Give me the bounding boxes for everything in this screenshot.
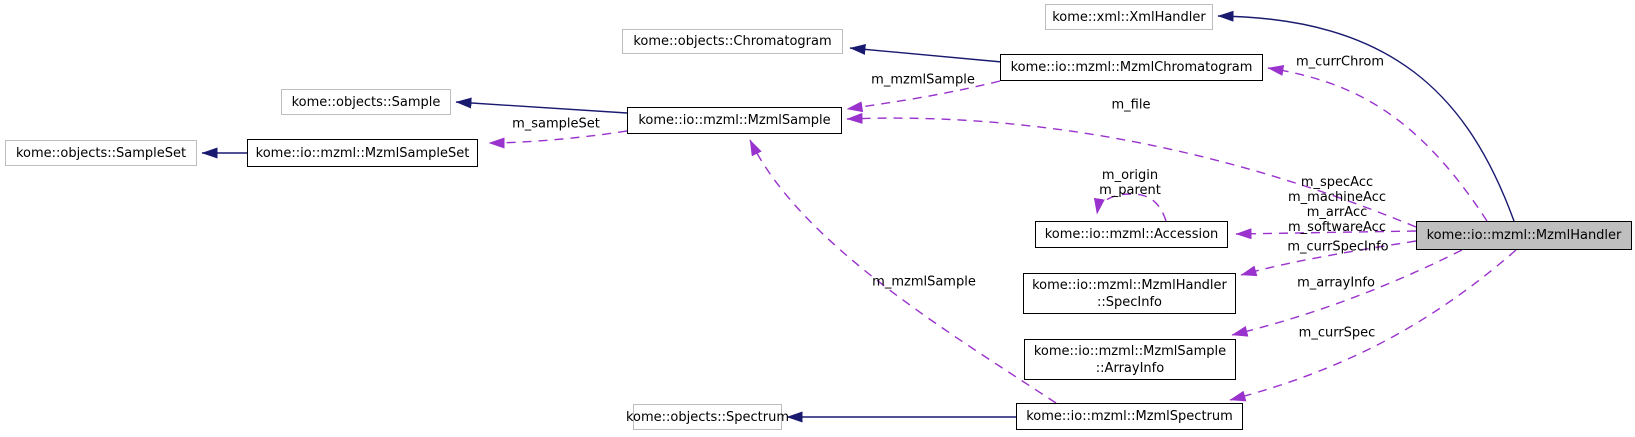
- edge-usage-accession-self: [1093, 193, 1167, 222]
- edge-label-line: m_mzmlSample: [872, 274, 976, 290]
- edge-usage-sample-set: [488, 130, 628, 149]
- edge-usage-curr-spec-info: [1240, 240, 1417, 277]
- edge-label-line: m_machineAcc: [1288, 190, 1386, 205]
- edge-label-usage-mzml-sample-top: m_mzmlSample: [871, 73, 975, 88]
- edge-label-usage-mzml-sample-bottom: m_mzmlSample: [872, 275, 976, 290]
- edge-label-line: m_origin: [1101, 168, 1159, 183]
- node-label: kome::objects::SampleSet: [15, 145, 187, 161]
- edge-label-line: m_currSpecInfo: [1287, 239, 1389, 255]
- node-chromatogram: kome::objects::Chromatogram: [622, 29, 843, 54]
- edge-label-usage-file: m_file: [1112, 98, 1151, 113]
- edge-label-line: m_softwareAcc: [1288, 220, 1386, 235]
- edge-usage-mzml-sample-bottom: [749, 139, 1057, 404]
- node-accession[interactable]: kome::io::mzml::Accession: [1035, 221, 1228, 248]
- edge-inherit-mzmlchromatogram-chromatogram: [849, 43, 1003, 63]
- edge-usage-curr-chrom: [1267, 64, 1488, 222]
- edge-label-line: m_arrayInfo: [1297, 275, 1375, 291]
- node-label: kome::xml::XmlHandler: [1052, 9, 1206, 25]
- node-label: kome::io::mzml::MzmlChromatogram: [1010, 60, 1253, 75]
- edge-label-usage-curr-spec-info: m_currSpecInfo: [1287, 240, 1388, 255]
- node-xml-handler: kome::xml::XmlHandler: [1045, 4, 1213, 30]
- node-label: kome::io::mzml::MzmlSample: [1033, 343, 1227, 359]
- edge-label-line: m_currChrom: [1295, 54, 1385, 70]
- edge-label-line: m_specAcc: [1300, 175, 1374, 190]
- node-mzml-spectrum[interactable]: kome::io::mzml::MzmlSpectrum: [1016, 403, 1243, 430]
- node-spec-info[interactable]: kome::io::mzml::MzmlHandler::SpecInfo: [1023, 273, 1236, 314]
- node-label: kome::io::mzml::MzmlSpectrum: [1026, 409, 1233, 424]
- node-label: kome::io::mzml::MzmlSampleSet: [255, 145, 470, 161]
- edge-label-line: m_sampleSet: [512, 116, 600, 132]
- edge-label-line: m_parent: [1099, 183, 1161, 198]
- edge-usage-file: [846, 112, 1417, 228]
- node-mzml-handler: kome::io::mzml::MzmlHandler: [1416, 221, 1632, 250]
- node-sample-set: kome::objects::SampleSet: [5, 140, 197, 166]
- node-label: kome::objects::Sample: [291, 94, 441, 110]
- edge-label-line: m_currSpec: [1298, 325, 1376, 341]
- node-label: kome::io::mzml::MzmlHandler: [1426, 228, 1622, 243]
- edge-label-usage-curr-spec: m_currSpec: [1299, 326, 1376, 341]
- node-label: kome::io::mzml::MzmlSample: [638, 113, 831, 128]
- node-label: ::ArrayInfo: [1095, 360, 1165, 376]
- edge-label-line: m_arrAcc: [1306, 205, 1368, 220]
- node-label: ::SpecInfo: [1096, 294, 1162, 310]
- edge-label-usage-curr-chrom: m_currChrom: [1296, 55, 1384, 70]
- edge-label-usage-sample-set: m_sampleSet: [512, 117, 600, 132]
- edge-inherit-mzmlhandler-xmlhandler: [1217, 10, 1515, 222]
- node-sample: kome::objects::Sample: [281, 89, 451, 115]
- node-label: kome::io::mzml::Accession: [1044, 227, 1219, 242]
- edge-usage-array-info: [1231, 249, 1463, 337]
- node-label: kome::objects::Spectrum: [625, 409, 790, 425]
- node-mzml-chromatogram[interactable]: kome::io::mzml::MzmlChromatogram: [1000, 54, 1263, 81]
- node-array-info[interactable]: kome::io::mzml::MzmlSample::ArrayInfo: [1024, 339, 1236, 380]
- edge-label-line: m_file: [1111, 97, 1151, 113]
- node-label: kome::objects::Chromatogram: [633, 34, 832, 49]
- edge-usage-accessions: [1235, 228, 1417, 240]
- node-mzml-sample-set[interactable]: kome::io::mzml::MzmlSampleSet: [247, 139, 478, 167]
- node-spectrum: kome::objects::Spectrum: [626, 404, 789, 430]
- node-mzml-sample[interactable]: kome::io::mzml::MzmlSample: [627, 107, 842, 134]
- edge-usage-curr-spec: [1229, 249, 1517, 402]
- node-label: kome::io::mzml::MzmlHandler: [1032, 277, 1227, 293]
- edge-label-line: m_mzmlSample: [871, 72, 975, 88]
- edge-inherit-mzmlsample-sample: [455, 97, 628, 114]
- edge-label-usage-array-info: m_arrayInfo: [1297, 276, 1375, 291]
- edge-usage-mzml-sample-top: [846, 80, 1001, 113]
